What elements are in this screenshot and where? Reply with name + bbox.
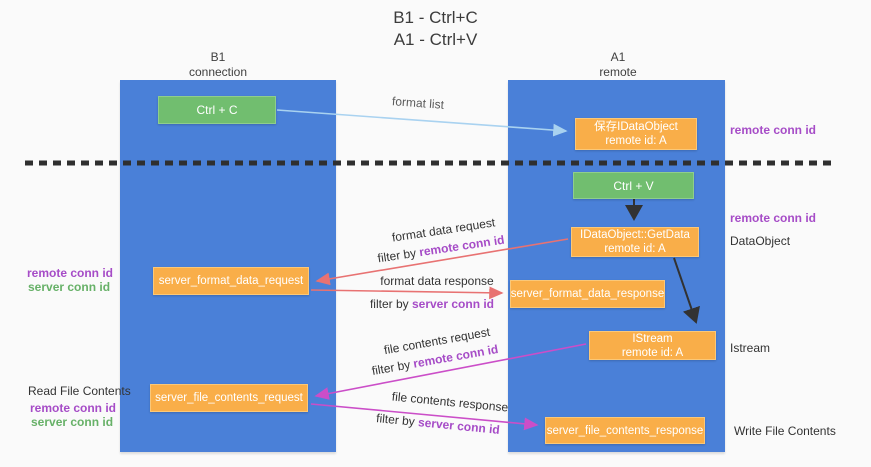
filter-by-prefix: filter by [370,356,415,379]
server-conn-id-annotation-bottom-left: server conn id [31,415,114,429]
lane-a1-name: A1 [610,50,626,64]
ctrl-c-label: Ctrl + C [196,103,238,117]
remote-conn-id-annotation-mid-right: remote conn id [730,211,817,225]
ctrl-v-label: Ctrl + V [613,178,654,193]
server-format-data-response-node: server_format_data_response [510,280,665,308]
lane-a1-role: remote [599,65,637,79]
file-contents-response-arrow-label: file contents response [391,389,509,415]
format-response-label: server_format_data_response [510,288,665,300]
save-idataobject-line2: remote id: A [605,135,667,147]
file-response-label: server_file_contents_response [546,424,704,437]
server-format-data-request-node: server_format_data_request [153,267,309,295]
filter-by-prefix: filter by [376,245,421,266]
lane-header-a1: A1 remote [548,50,688,80]
istream-line2: remote id: A [621,346,684,359]
getdata-line1: IDataObject::GetData [580,229,690,241]
dataobject-annotation: DataObject [730,234,791,248]
server-conn-id-key: server conn id [411,297,495,311]
server-conn-id-annotation-top-left: server conn id [28,280,111,294]
title-line-1: B1 - Ctrl+C [393,8,478,27]
remote-conn-id-annotation-top-left: remote conn id [27,266,114,280]
server-file-contents-request-node: server_file_contents_request [150,384,308,412]
format-list-arrow-label: format list [391,94,445,112]
format-data-response-filter-label: filter by server conn id [367,297,497,311]
save-idataobject-line1: 保存IDataObject [594,121,678,133]
lane-b1-role: connection [188,65,248,79]
idataobject-getdata-node: IDataObject::GetData remote id: A [571,227,699,257]
format-request-label: server_format_data_request [158,275,304,287]
save-idataobject-node: 保存IDataObject remote id: A [575,118,697,150]
read-file-contents-annotation: Read File Contents [28,384,131,398]
ctrl-c-node: Ctrl + C [158,96,276,124]
write-file-contents-annotation: Write File Contents [734,424,836,438]
istream-line1: IStream [632,332,673,345]
diagram-title: B1 - Ctrl+C A1 - Ctrl+V [0,7,871,51]
filter-by-prefix: filter by [375,411,419,430]
server-conn-id-key: server conn id [417,415,501,437]
title-line-2: A1 - Ctrl+V [393,30,478,49]
remote-conn-id-annotation-bottom-left: remote conn id [30,401,117,415]
lane-header-b1: B1 connection [148,50,288,80]
lane-b1-name: B1 [210,50,226,64]
getdata-line2: remote id: A [604,243,666,255]
ctrl-v-node: Ctrl + V [573,172,694,199]
server-file-contents-response-node: server_file_contents_response [545,417,705,444]
file-request-label: server_file_contents_request [155,392,303,404]
istream-node: IStream remote id: A [589,331,716,360]
istream-annotation: Istream [730,341,771,355]
remote-conn-id-annotation-top-right: remote conn id [730,123,817,137]
file-contents-response-filter-label: filter by server conn id [368,410,509,437]
format-data-response-arrow [310,286,504,300]
format-data-response-arrow-label: format data response [380,274,494,288]
filter-by-prefix: filter by [369,297,412,311]
